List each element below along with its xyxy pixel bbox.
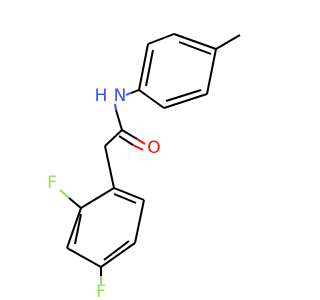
bond-dfp-2 [66,207,82,249]
bond-ch2-aryl [104,145,115,189]
bond-dfp-5 [134,199,145,244]
bond-c-ch2 [104,129,123,147]
bond-tolyl-6 [147,33,175,45]
fluorine-bottom-label: F [96,282,106,300]
amide-hydrogen-label: H [95,86,108,106]
bond-tolyl-5 [138,43,149,91]
bond-tolyl-1 [173,33,217,50]
bond-dfp-3 [66,247,102,268]
oxygen-label: O [147,138,160,158]
bond-co-2a [118,135,134,146]
bond-methyl [215,34,241,50]
bond-tolyl-4 [138,89,165,109]
bond-dfp-inner-2 [103,240,130,261]
bond-dfp-4 [100,242,136,268]
bond-dfp-1 [80,187,115,209]
bond-layer [59,33,241,284]
bond-dfp-inner-1 [74,213,82,245]
bond-dfp-inner-3 [113,193,137,204]
bond-co-2b [132,144,144,151]
bond-f-top-black [68,197,82,209]
structure-svg: O N H F F [47,33,241,300]
bond-tolyl-2 [206,48,217,95]
bond-tolyl-inner-2 [165,89,202,102]
bond-tolyl-inner-3 [145,49,154,87]
bond-dfp-6 [113,187,145,201]
bond-f-top-green [59,189,70,199]
molecule-diagram: O N H F F [47,33,241,300]
nitrogen-label: N [114,86,127,106]
bond-n-aryl-blue [125,92,132,96]
bond-co-1b [136,138,146,145]
bond-tolyl-inner-1 [178,41,212,55]
bond-co-1a [121,129,138,140]
atom-labels: O N H F F [47,86,161,300]
bond-tolyl-3 [163,93,208,109]
bond-n-c-black [115,109,123,131]
fluorine-top-label: F [47,173,57,193]
bond-n-aryl-black [130,89,140,94]
bond-n-c-blue [114,103,117,111]
